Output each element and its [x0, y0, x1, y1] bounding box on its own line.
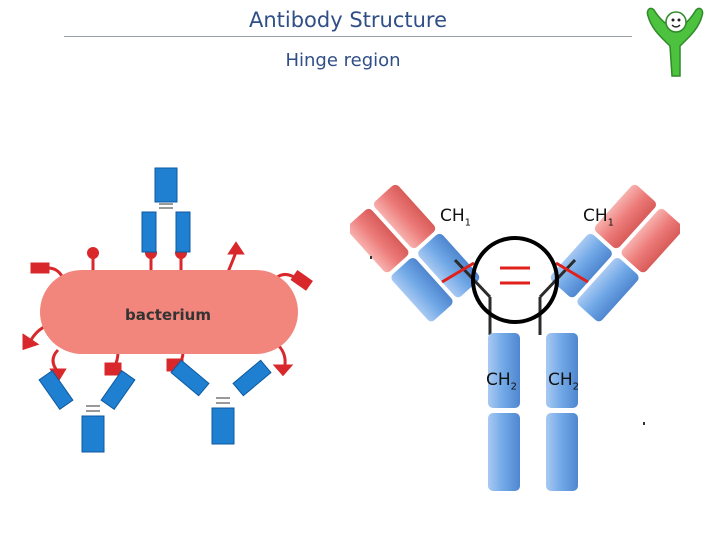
fc-stem-right [546, 333, 578, 491]
antibody-bottom-right [170, 359, 272, 445]
title-divider [64, 36, 632, 37]
ch1-right-label: CH1 [583, 206, 615, 229]
y-character-logo [646, 7, 704, 77]
bacterium-cell [40, 270, 298, 354]
surface-receptors [22, 241, 313, 383]
fab-arm-right [550, 184, 680, 322]
ch1-left-label: CH1 [440, 206, 472, 229]
hinge-region-circle [471, 236, 559, 324]
antibody-hinge-diagram [350, 184, 680, 491]
fc-stem-left [488, 333, 520, 491]
stray-mark [370, 256, 372, 259]
antibody-bottom-left [38, 369, 136, 453]
bacterium-label: bacterium [125, 306, 211, 324]
page-subtitle: Hinge region [285, 50, 401, 71]
disulfide-bonds [441, 261, 589, 285]
bacterium-binding-diagram: bacterium [22, 167, 313, 453]
ch2-left-label: CH2 [486, 370, 518, 393]
stray-mark [643, 422, 645, 425]
page-title: Antibody Structure [248, 8, 448, 32]
antibody-top [141, 167, 191, 253]
fab-arm-left [350, 184, 480, 322]
ch2-right-label: CH2 [548, 370, 580, 393]
